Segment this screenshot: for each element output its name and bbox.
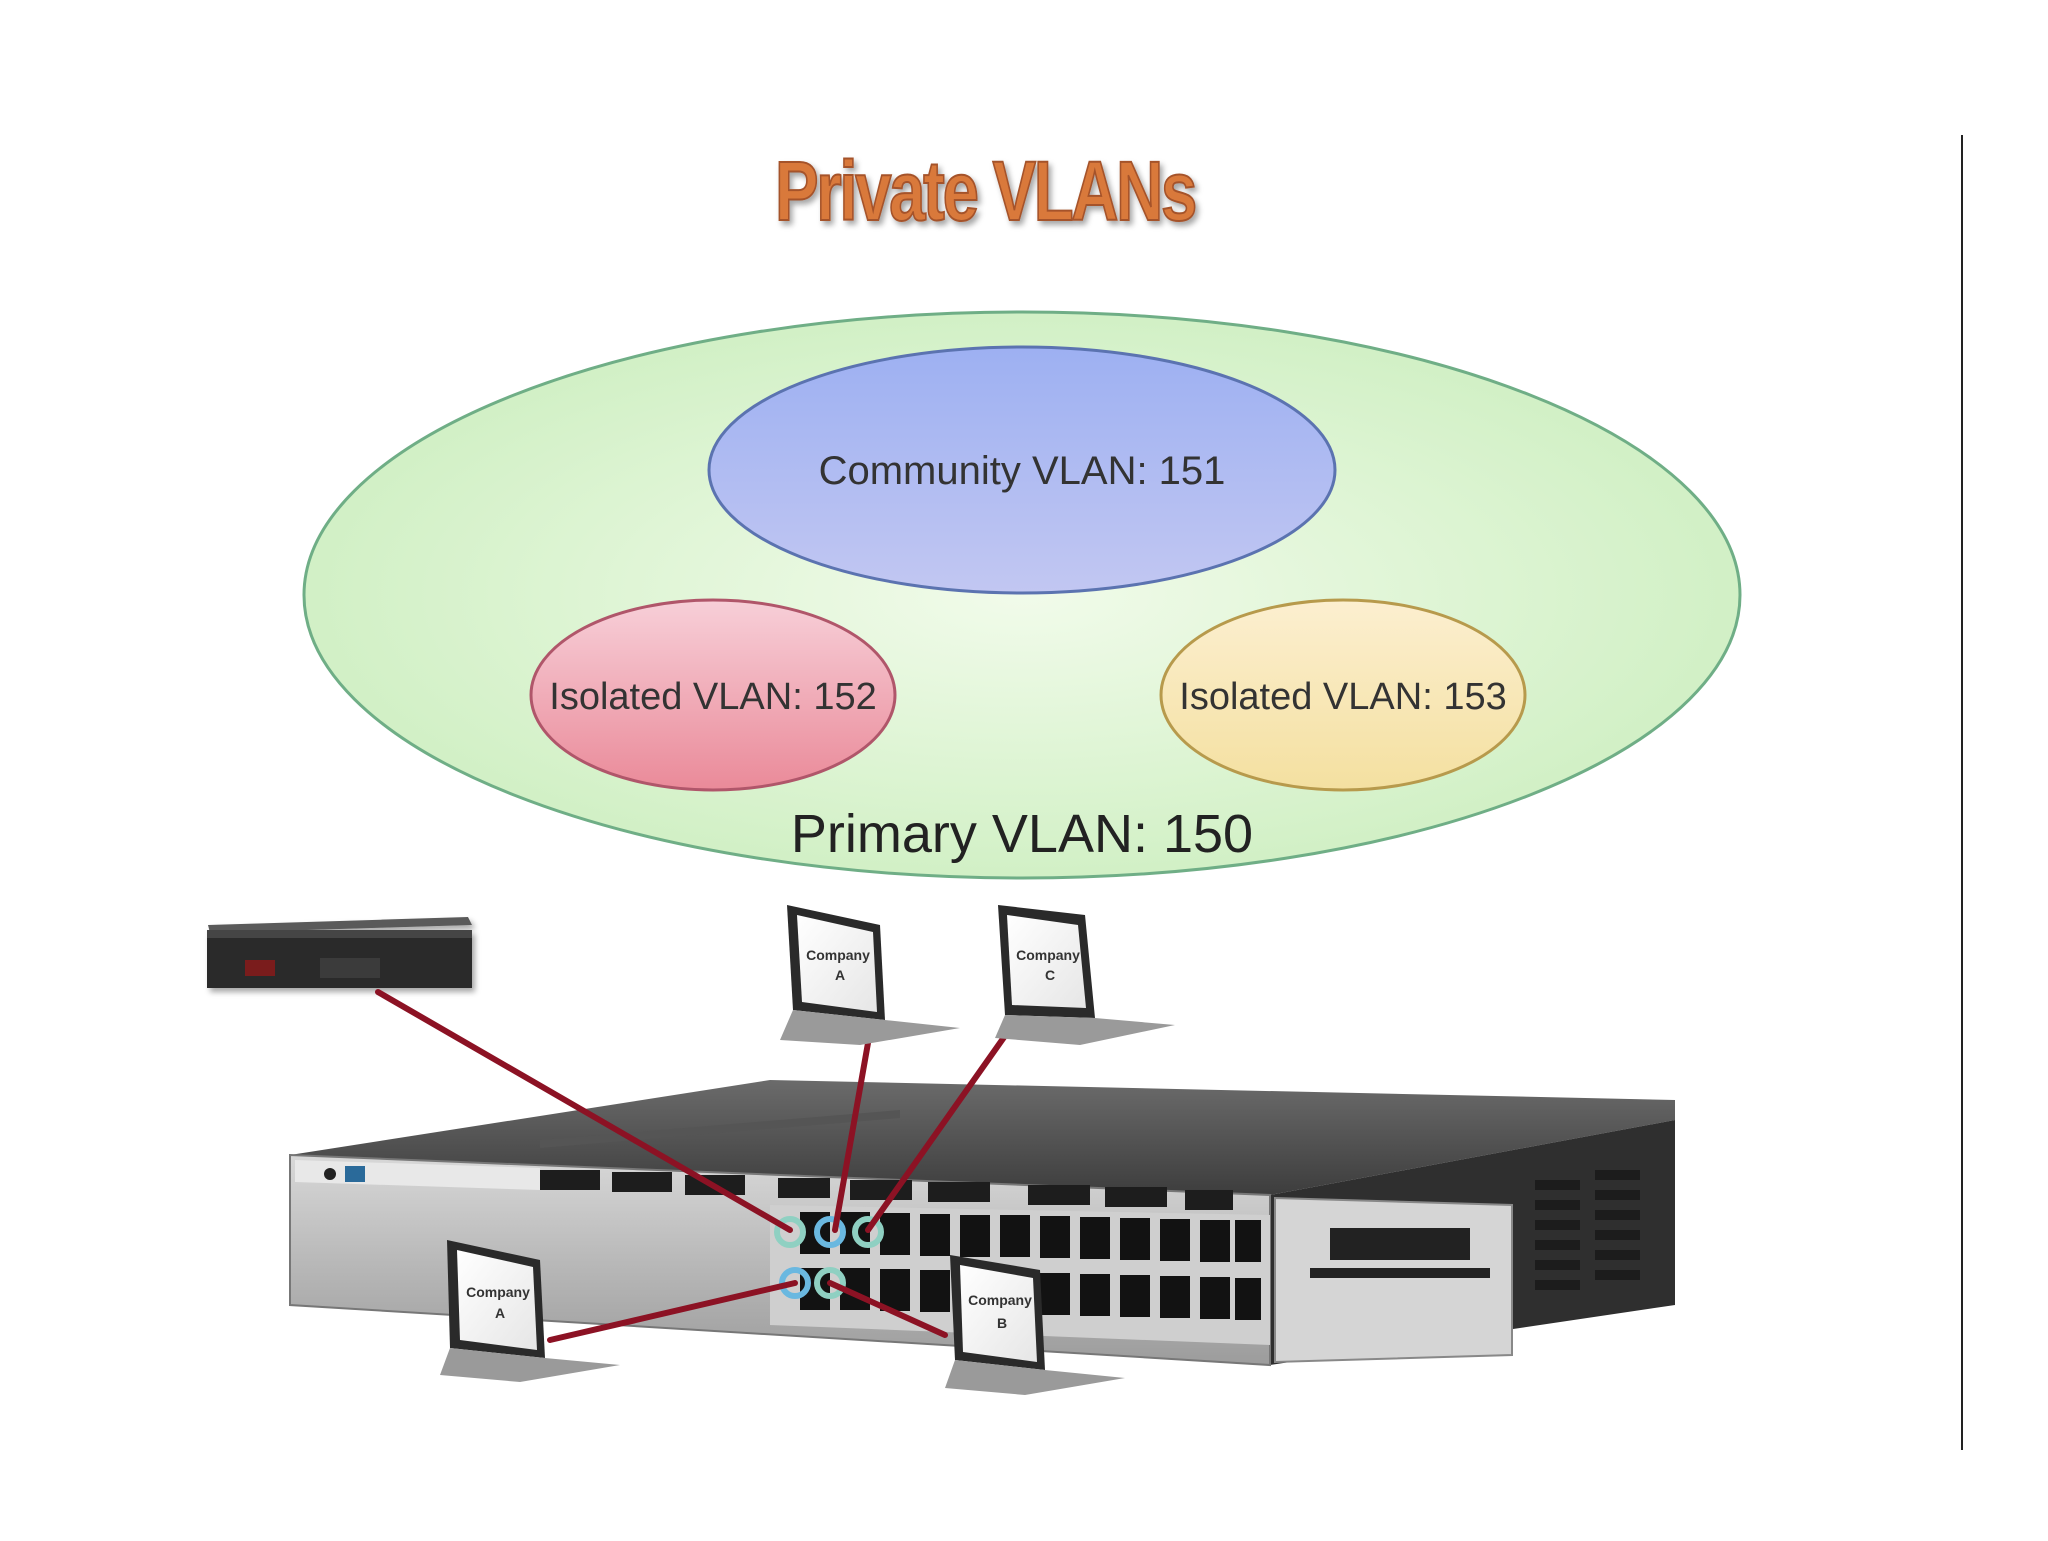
isolated-vlan-152-label: Isolated VLAN: 152 <box>549 676 876 718</box>
laptop-top-c-line2: C <box>1045 967 1055 983</box>
laptop-bottom-company-b: Company B <box>945 1255 1125 1395</box>
laptop-top-company-c: Company C <box>995 905 1175 1045</box>
network-cables <box>375 989 1010 1343</box>
network-switch-icon <box>289 1080 1675 1367</box>
vertical-divider <box>1961 135 1963 1450</box>
community-vlan-label: Community VLAN: 151 <box>819 449 1226 493</box>
isolated-vlan-153-ellipse <box>1159 598 1527 792</box>
community-vlan-ellipse <box>707 345 1337 595</box>
isolated-vlan-153-label: Isolated VLAN: 153 <box>1179 676 1506 718</box>
laptop-top-company-a: Company A <box>780 905 960 1045</box>
laptop-bottom-a-line1: Company <box>466 1284 530 1300</box>
isolated-vlan-152-ellipse <box>529 598 897 792</box>
laptop-bottom-b-line1: Company <box>968 1292 1032 1308</box>
diagram-title: Private VLANs <box>775 144 1195 238</box>
laptop-bottom-a-line2: A <box>495 1305 505 1321</box>
laptop-top-c-line1: Company <box>1016 947 1080 963</box>
laptop-bottom-b-line2: B <box>997 1315 1007 1331</box>
laptop-bottom-company-a: Company A <box>440 1240 620 1382</box>
router-icon <box>207 917 472 988</box>
laptop-top-a-line2: A <box>835 967 845 983</box>
laptop-top-a-line1: Company <box>806 947 870 963</box>
primary-vlan-label: Primary VLAN: 150 <box>791 804 1253 864</box>
